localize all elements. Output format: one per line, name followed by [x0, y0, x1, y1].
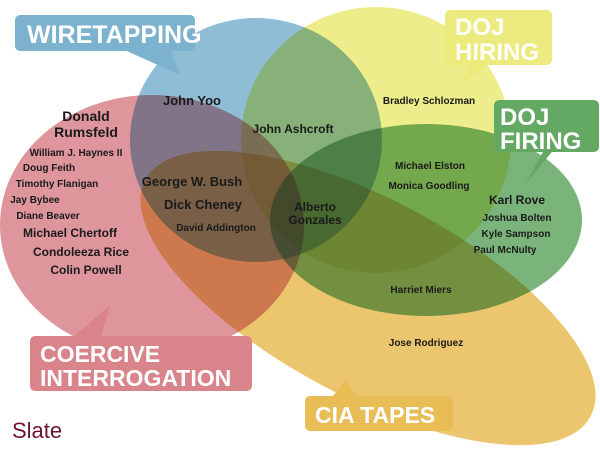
name-kyle-sampson: Kyle Sampson: [482, 229, 551, 240]
name-monica-goodling: Monica Goodling: [388, 181, 469, 192]
name-michael-elston: Michael Elston: [395, 161, 465, 172]
name-condoleeza-rice: Condoleeza Rice: [33, 245, 129, 259]
name-paul-mcnulty: Paul McNulty: [474, 245, 537, 256]
label-coercive-1: COERCIVE: [40, 341, 160, 367]
label-coercive-2: INTERROGATION: [40, 365, 231, 391]
name-john-yoo: John Yoo: [163, 93, 221, 108]
name-gonzales-1: Alberto: [294, 200, 336, 214]
name-jay-bybee: Jay Bybee: [10, 195, 60, 206]
name-david-addington: David Addington: [176, 223, 256, 234]
name-rumsfeld-1: Donald: [62, 108, 109, 124]
label-doj-hiring-1: DOJ: [455, 14, 504, 41]
name-michael-chertoff: Michael Chertoff: [23, 226, 118, 240]
callout-doj-hiring: DOJ HIRING: [445, 10, 552, 85]
set-cia-tapes: [140, 150, 596, 446]
label-doj-firing-2: FIRING: [500, 128, 581, 155]
callout-cia-tapes: CIA TAPES: [305, 380, 453, 431]
name-bradley-schlozman: Bradley Schlozman: [383, 96, 475, 107]
name-diane-beaver: Diane Beaver: [16, 211, 79, 222]
name-karl-rove: Karl Rove: [489, 193, 545, 207]
name-harriet-miers: Harriet Miers: [390, 285, 452, 296]
name-william-haynes: William J. Haynes II: [30, 148, 123, 159]
label-cia-tapes: CIA TAPES: [315, 402, 435, 428]
name-rumsfeld-2: Rumsfeld: [54, 124, 118, 140]
name-doug-feith: Doug Feith: [23, 163, 75, 174]
names: John Yoo Donald Rumsfeld William J. Hayn…: [10, 93, 551, 349]
label-doj-firing-1: DOJ: [500, 104, 549, 131]
name-timothy-flanigan: Timothy Flanigan: [16, 179, 99, 190]
callout-coercive-interrogation: COERCIVE INTERROGATION: [30, 305, 252, 391]
name-john-ashcroft: John Ashcroft: [253, 122, 334, 136]
name-george-bush: George W. Bush: [142, 174, 242, 189]
name-jose-rodriguez: Jose Rodriguez: [389, 338, 463, 349]
name-gonzales-2: Gonzales: [288, 213, 342, 227]
name-dick-cheney: Dick Cheney: [164, 197, 243, 212]
name-colin-powell: Colin Powell: [50, 263, 121, 277]
label-wiretapping: WIRETAPPING: [27, 21, 202, 49]
name-joshua-bolten: Joshua Bolten: [483, 213, 552, 224]
slate-logo: Slate: [12, 418, 62, 443]
callout-doj-firing: DOJ FIRING: [494, 100, 599, 185]
callout-wiretapping: WIRETAPPING: [15, 15, 202, 75]
label-doj-hiring-2: HIRING: [455, 39, 539, 66]
